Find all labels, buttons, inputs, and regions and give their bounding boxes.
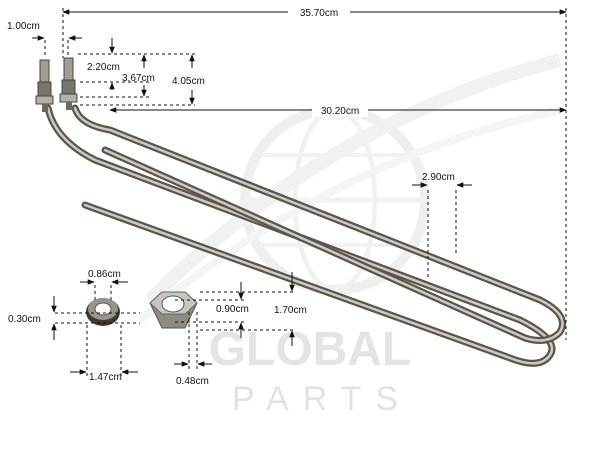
washer	[86, 298, 120, 326]
dim-overall-length: 35.70cm	[300, 8, 338, 19]
watermark-subtitle: PARTS	[232, 380, 412, 418]
hex-nut	[149, 291, 198, 329]
dim-terminal-spacing: 1.00cm	[7, 21, 40, 32]
heating-element	[44, 104, 566, 367]
watermark-brand: GLOBAL	[209, 323, 412, 376]
dim-nut-thickness: 0.90cm	[216, 304, 249, 315]
element-tube-inner-highlight	[73, 106, 564, 342]
terminal-left	[35, 59, 54, 112]
dim-terminal-height-a: 2.20cm	[87, 62, 120, 73]
dim-loop-width: 2.90cm	[422, 172, 455, 183]
dim-nut-across-flats: 1.70cm	[274, 305, 307, 316]
dim-washer-outer: 1.47cm	[89, 372, 122, 383]
dim-terminal-height-b: 3.67cm	[122, 73, 155, 84]
dim-washer-inner: 0.86cm	[88, 269, 121, 280]
dim-washer-thickness: 0.30cm	[8, 314, 41, 325]
terminal-right	[59, 57, 78, 110]
dim-element-length: 30.20cm	[321, 106, 359, 117]
dim-terminal-height-c: 4.05cm	[172, 76, 205, 87]
dim-nut-hole: 0.48cm	[176, 376, 209, 387]
